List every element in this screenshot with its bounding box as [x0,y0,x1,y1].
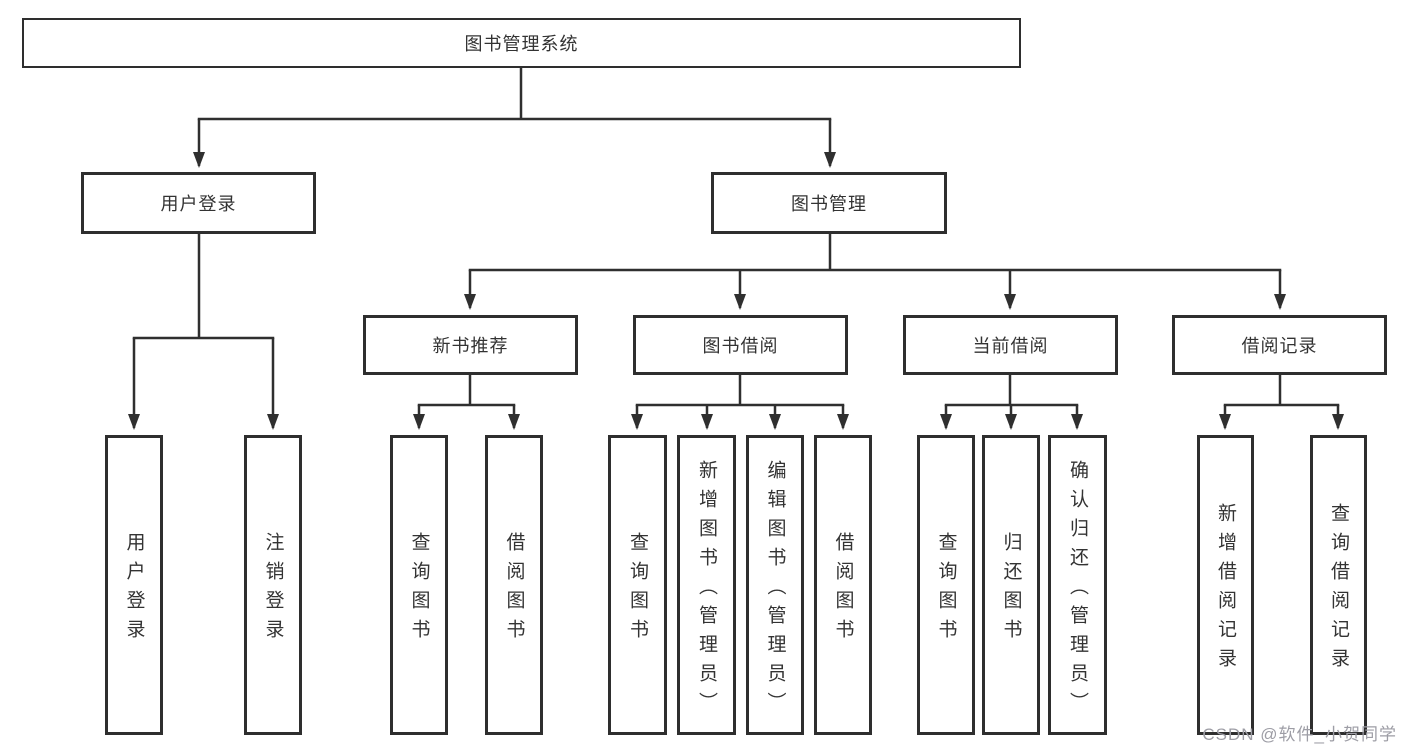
node-new-book-recommend: 新书推荐 [363,315,578,375]
node-logout-leaf: 注销登录 [244,435,302,735]
node-user-login: 用户登录 [81,172,316,234]
node-query-book-3: 查询图书 [917,435,975,735]
node-query-book-1: 查询图书 [390,435,448,735]
node-add-book-admin: 新增图书（管理员） [677,435,736,735]
node-return-book: 归还图书 [982,435,1040,735]
node-root-system: 图书管理系统 [22,18,1021,68]
node-borrow-book-2: 借阅图书 [814,435,872,735]
node-query-book-2: 查询图书 [608,435,667,735]
node-query-borrow-record: 查询借阅记录 [1310,435,1367,735]
node-borrow-book-1: 借阅图书 [485,435,543,735]
node-user-login-leaf: 用户登录 [105,435,163,735]
node-add-borrow-record: 新增借阅记录 [1197,435,1254,735]
node-edit-book-admin: 编辑图书（管理员） [746,435,804,735]
node-book-borrow: 图书借阅 [633,315,848,375]
node-book-management: 图书管理 [711,172,947,234]
csdn-watermark: CSDN @软件_小贺同学 [1202,725,1397,744]
node-confirm-return-admin: 确认归还（管理员） [1048,435,1107,735]
node-current-borrow: 当前借阅 [903,315,1118,375]
node-borrow-records: 借阅记录 [1172,315,1387,375]
